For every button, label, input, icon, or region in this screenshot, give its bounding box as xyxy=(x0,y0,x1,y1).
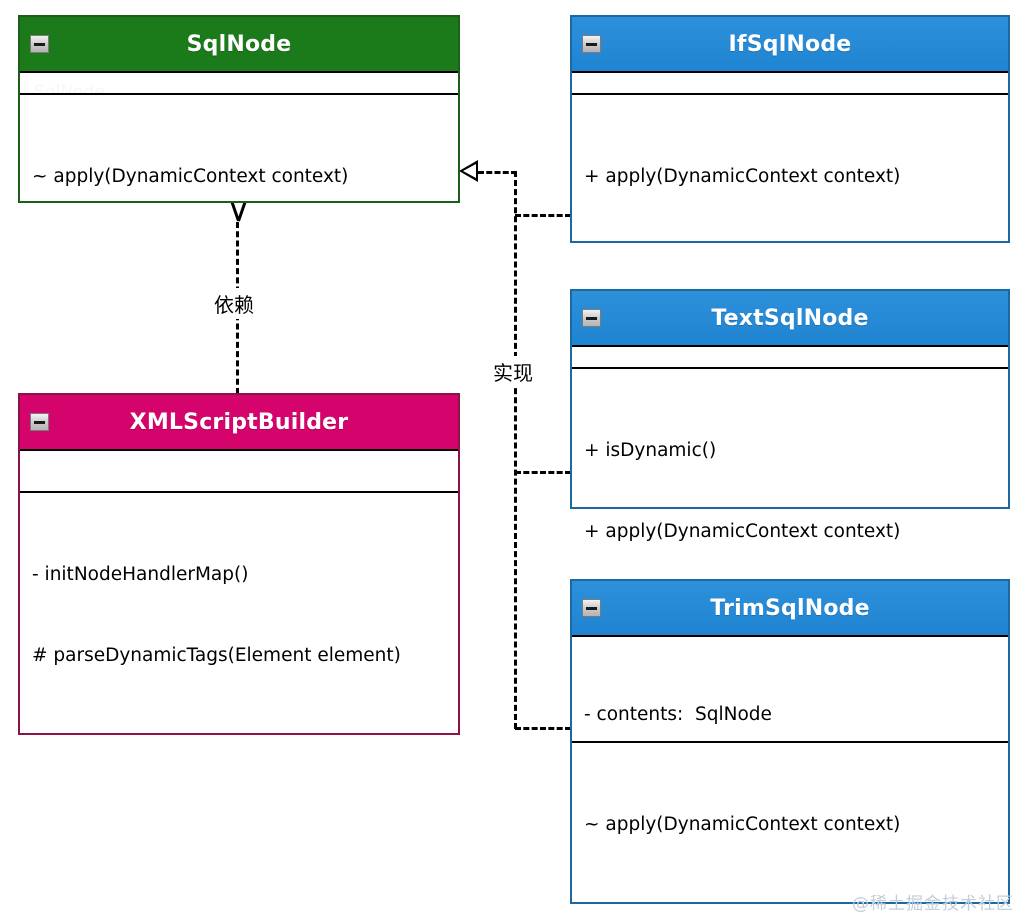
class-title-xmlscriptbuilder: XMLScriptBuilder xyxy=(129,409,349,435)
class-operations-sqlnode: ~ apply(DynamicContext context) xyxy=(20,93,458,254)
realization-head-line xyxy=(478,171,517,174)
class-title-sqlnode: SqlNode xyxy=(186,31,292,57)
class-box-textsqlnode[interactable]: TextSqlNode - text: String - injectionFi… xyxy=(570,289,1010,542)
operation-row: ~ apply(DynamicContext context) xyxy=(584,814,901,835)
class-box-trimsqlnode[interactable]: TrimSqlNode - contents: SqlNode - prefix… xyxy=(570,579,1010,904)
sqlnode-ghost-text: SqlNode xyxy=(34,82,105,93)
dependency-label: 依赖 xyxy=(211,288,257,319)
class-attributes-ifsqlnode: - evaluator: ExpressionEvaluator - test:… xyxy=(572,71,1008,93)
class-title-trimsqlnode: TrimSqlNode xyxy=(710,595,870,621)
class-header-ifsqlnode: IfSqlNode xyxy=(572,17,1008,71)
minimize-icon[interactable] xyxy=(30,413,49,431)
attribute-row: - contents: SqlNode xyxy=(584,704,772,725)
class-operations-ifsqlnode: + apply(DynamicContext context) xyxy=(572,93,1008,254)
class-box-ifsqlnode[interactable]: IfSqlNode - evaluator: ExpressionEvaluat… xyxy=(570,15,1010,243)
operation-row: + apply(DynamicContext context) xyxy=(584,166,901,187)
class-operations-trimsqlnode: ~ apply(DynamicContext context) xyxy=(572,741,1008,902)
realization-trunk-line xyxy=(514,171,517,729)
class-operations-xmlscriptbuilder: - initNodeHandlerMap() # parseDynamicTag… xyxy=(20,491,458,733)
realization-branch-trimsqlnode xyxy=(515,727,571,730)
realization-branch-textsqlnode xyxy=(515,471,571,474)
realization-label: 实现 xyxy=(490,356,536,387)
realization-branch-ifsqlnode xyxy=(515,214,571,217)
operation-row: # parseDynamicTags(Element element) xyxy=(32,645,401,666)
operation-row: ~ apply(DynamicContext context) xyxy=(32,166,349,187)
minimize-icon[interactable] xyxy=(30,35,49,53)
class-header-trimsqlnode: TrimSqlNode xyxy=(572,581,1008,635)
minimize-icon[interactable] xyxy=(582,309,601,327)
class-box-xmlscriptbuilder[interactable]: XMLScriptBuilder - element: Element - is… xyxy=(18,393,460,735)
class-header-textsqlnode: TextSqlNode xyxy=(572,291,1008,345)
class-attributes-textsqlnode: - text: String - injectionFilter: Patter… xyxy=(572,345,1008,367)
class-box-sqlnode[interactable]: SqlNode SqlNode ~ apply(DynamicContext c… xyxy=(18,15,460,203)
class-operations-textsqlnode: + isDynamic() + apply(DynamicContext con… xyxy=(572,367,1008,609)
hollow-triangle-arrowhead-icon xyxy=(459,160,478,182)
class-attributes-xmlscriptbuilder: - element: Element - isDynamic: boolean … xyxy=(20,449,458,491)
operation-row: + isDynamic() xyxy=(584,440,717,461)
class-attributes-trimsqlnode: - contents: SqlNode - prefix: String - s… xyxy=(572,635,1008,741)
operation-row: - initNodeHandlerMap() xyxy=(32,564,249,585)
class-attributes-sqlnode: SqlNode xyxy=(20,71,458,93)
minimize-icon[interactable] xyxy=(582,35,601,53)
class-title-ifsqlnode: IfSqlNode xyxy=(728,31,852,57)
class-header-xmlscriptbuilder: XMLScriptBuilder xyxy=(20,395,458,449)
class-title-textsqlnode: TextSqlNode xyxy=(711,305,869,331)
operation-row: + apply(DynamicContext context) xyxy=(584,521,901,542)
class-header-sqlnode: SqlNode xyxy=(20,17,458,71)
minimize-icon[interactable] xyxy=(582,599,601,617)
